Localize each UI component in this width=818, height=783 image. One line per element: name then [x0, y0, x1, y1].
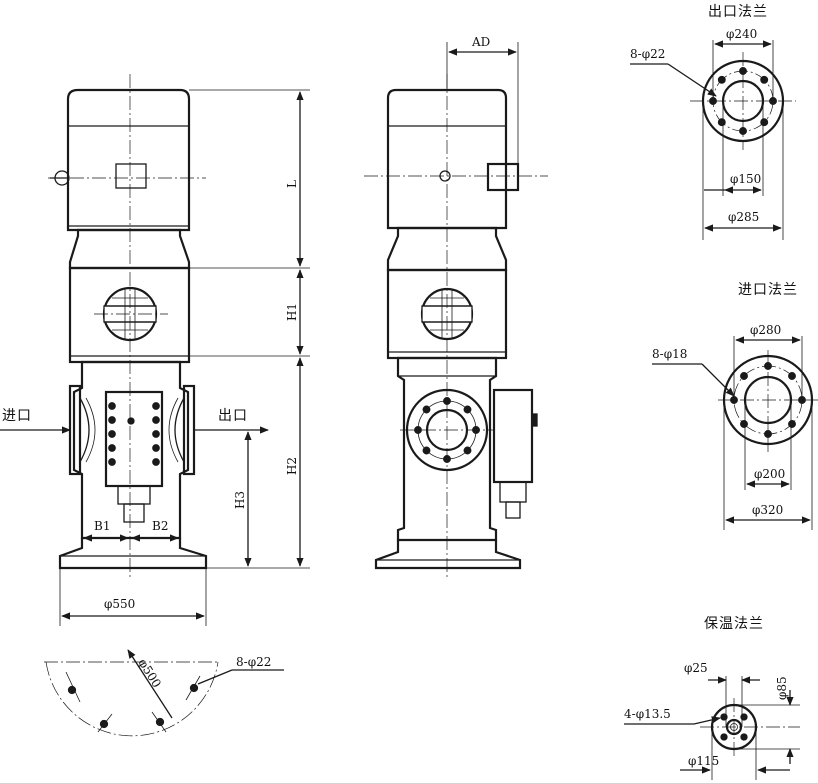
dim-B1: B1 — [94, 519, 110, 533]
front-motor-adapter — [68, 228, 191, 270]
outlet-outer-label: φ285 — [728, 210, 759, 224]
inlet-flange-title: 进口法兰 — [738, 282, 798, 298]
front-outlet-flange — [168, 384, 196, 476]
front-inlet-label: 进口 — [2, 408, 32, 424]
outlet-holes-label: 8-φ22 — [630, 47, 665, 61]
outlet-bore-label: φ150 — [730, 172, 761, 186]
dim-B2: B2 — [152, 519, 168, 533]
inlet-flange-view — [652, 336, 818, 530]
dim-base-diameter: φ550 — [104, 597, 135, 611]
heating-outer-label: φ115 — [688, 754, 719, 768]
front-vertical-dims — [189, 89, 310, 569]
front-outlet-label: 出口 — [218, 408, 248, 424]
front-gear-housing — [104, 390, 164, 523]
dim-H2: H2 — [285, 457, 299, 475]
inlet-outer-label: φ320 — [752, 503, 783, 517]
outlet-flange-title: 出口法兰 — [708, 4, 768, 20]
base-holes-label: 8-φ22 — [236, 655, 271, 669]
side-motor-housing — [386, 88, 508, 230]
front-base-width-dim — [59, 568, 207, 626]
dim-H1: H1 — [285, 303, 299, 321]
outlet-flange-view — [630, 40, 796, 240]
side-view: AD — [364, 35, 548, 580]
inlet-holes-label: 8-φ18 — [652, 347, 687, 361]
base-bolt-circle-label: φ500 — [135, 656, 163, 690]
dim-H3: H3 — [233, 491, 247, 509]
heating-flange-view — [624, 676, 800, 780]
heating-holes-label: 4-φ13.5 — [624, 707, 671, 721]
front-view: 进口 出口 L H1 H2 H3 B1 B2 — [0, 74, 310, 626]
inlet-bolt-circle-label: φ280 — [750, 323, 781, 337]
front-b-dims — [81, 534, 181, 548]
side-ad-dim — [446, 42, 519, 164]
front-motor-housing — [66, 88, 191, 232]
heating-height-label: φ85 — [775, 676, 789, 700]
dim-AD: AD — [471, 35, 490, 49]
inlet-bore-label: φ200 — [754, 467, 785, 481]
front-terminal-box — [115, 163, 147, 189]
side-terminal-box — [486, 162, 520, 192]
dim-L: L — [285, 180, 299, 188]
base-bolt-pattern — [44, 649, 284, 737]
side-base — [374, 540, 522, 570]
front-base — [58, 538, 208, 570]
heating-flange-title: 保温法兰 — [704, 616, 764, 632]
heating-bore-label: φ25 — [684, 661, 708, 675]
outlet-bolt-circle-label: φ240 — [726, 27, 757, 41]
side-gear-housing — [492, 388, 538, 519]
